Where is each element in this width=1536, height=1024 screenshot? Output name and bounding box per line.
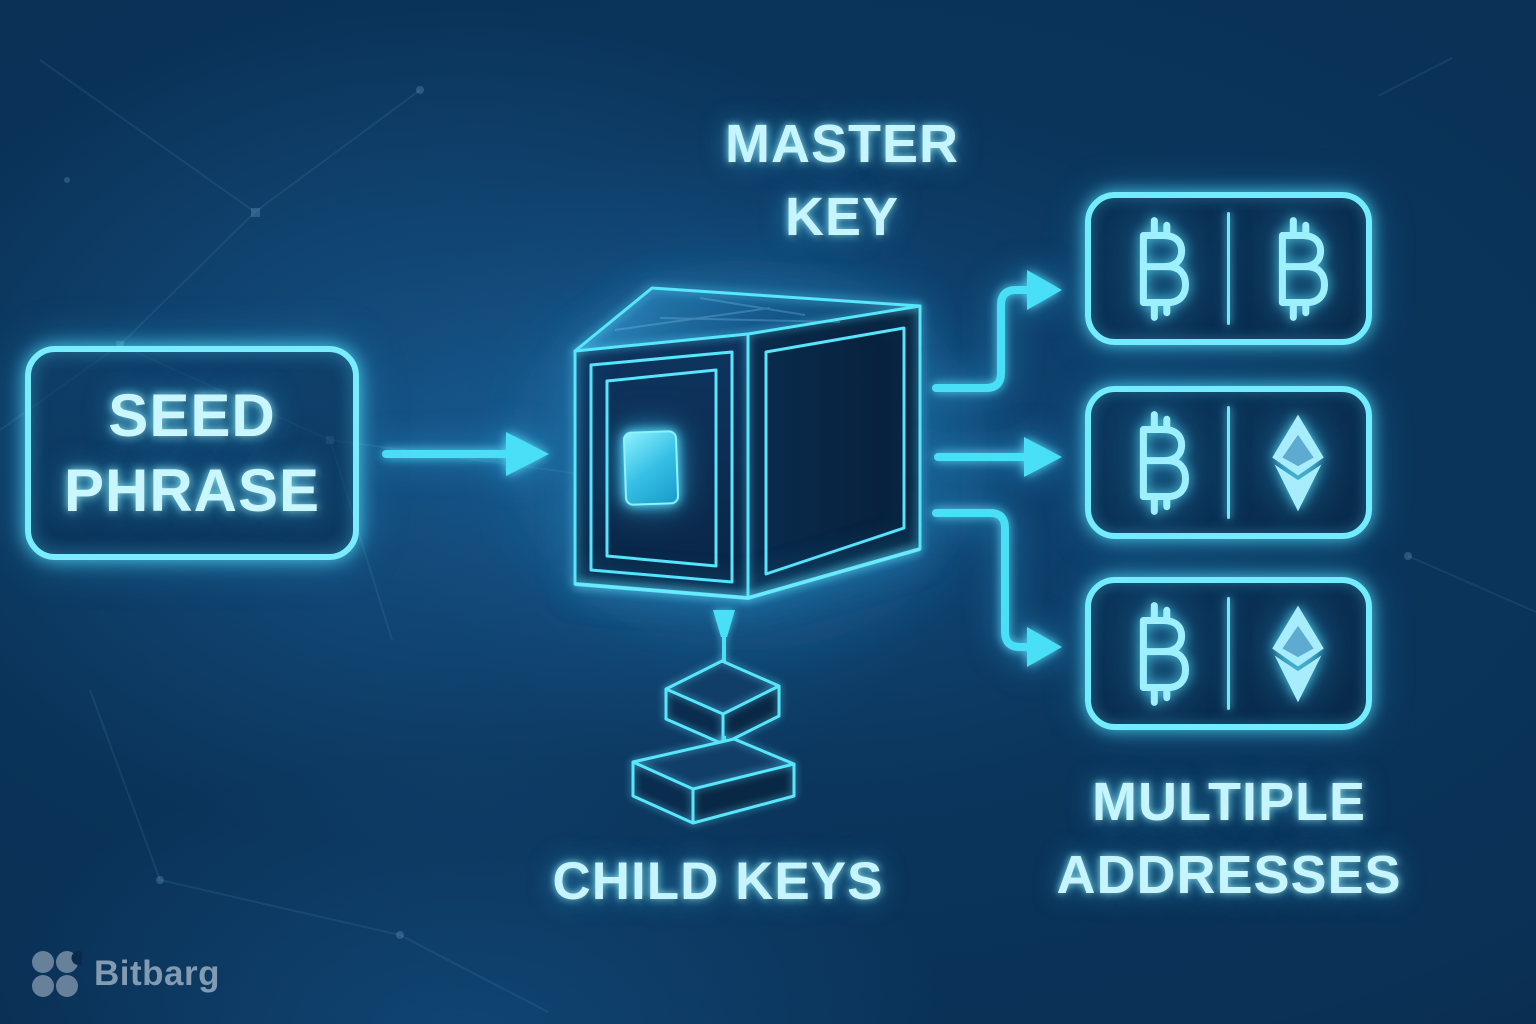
bitcoin-icon — [1139, 410, 1190, 515]
multiple-addresses-label: MULTIPLE ADDRESSES — [1056, 772, 1402, 905]
master-key-box — [573, 286, 922, 601]
address-card-left-cell — [1091, 583, 1227, 724]
four-circles-icon — [32, 951, 82, 997]
child-key-box-2 — [631, 737, 796, 825]
address-card — [1085, 192, 1372, 345]
wallet-screen — [622, 430, 680, 506]
ethereum-icon — [1272, 414, 1324, 511]
seed-phrase-box: SEED PHRASE — [25, 346, 359, 560]
bitcoin-icon — [1278, 216, 1329, 321]
bitbarg-logo: Bitbarg — [30, 948, 220, 1000]
flow-arrow-to-address-1 — [932, 270, 1062, 392]
child-keys-label: CHILD KEYS — [552, 852, 884, 911]
flow-arrow-to-address-3 — [932, 509, 1062, 667]
address-card — [1085, 577, 1372, 730]
card-divider — [1227, 406, 1230, 519]
bitcoin-icon — [1139, 601, 1190, 706]
flow-arrow-to-address-2 — [934, 437, 1062, 477]
card-divider — [1227, 597, 1230, 710]
brand-name: Bitbarg — [94, 954, 220, 993]
address-card-left-cell — [1091, 198, 1227, 339]
child-key-box-1 — [664, 659, 781, 746]
address-card-right-cell — [1230, 583, 1366, 724]
flow-arrow-master-to-child — [713, 610, 735, 663]
address-card-left-cell — [1091, 392, 1227, 533]
bitcoin-icon — [1139, 216, 1190, 321]
address-card-right-cell — [1230, 198, 1366, 339]
address-card-right-cell — [1230, 392, 1366, 533]
address-card — [1085, 386, 1372, 539]
seed-phrase-label: SEED PHRASE — [63, 382, 321, 524]
card-divider — [1227, 212, 1230, 325]
ethereum-icon — [1272, 605, 1324, 702]
flow-arrow-seed-to-master — [382, 432, 549, 476]
master-key-label: MASTER KEY — [725, 114, 959, 247]
